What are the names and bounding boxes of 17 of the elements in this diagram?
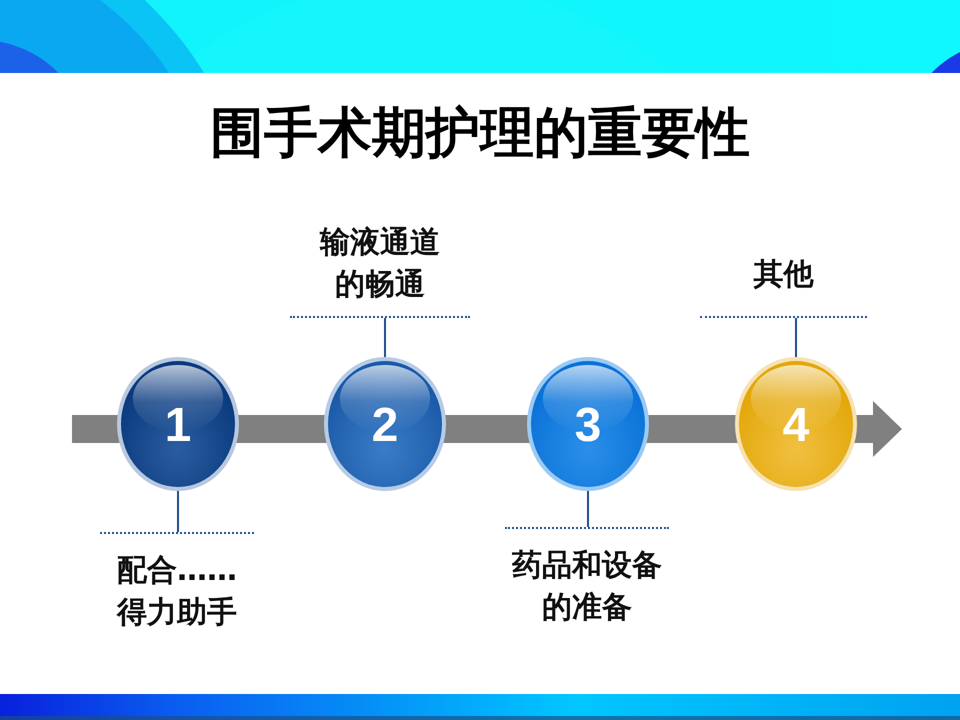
leader-line — [587, 491, 589, 527]
step-number: 3 — [574, 400, 602, 452]
step-circle — [735, 357, 857, 491]
callout-text: 其他 — [754, 256, 814, 294]
step-circle — [527, 357, 649, 491]
step-number: 4 — [782, 400, 810, 452]
leader-line — [795, 318, 797, 357]
step-number: 2 — [372, 400, 398, 452]
callout-text: 配合……得力助手 — [116, 552, 238, 632]
leader-line — [177, 491, 179, 532]
step-number: 1 — [164, 400, 192, 452]
title: 围手术期护理的重要性 — [210, 100, 750, 166]
callout-text: 输液通道的畅通 — [318, 224, 441, 304]
step-circle — [324, 357, 446, 491]
step-circle — [117, 357, 239, 491]
leader-line — [384, 318, 386, 357]
callout-text: 药品和设备的准备 — [511, 547, 663, 627]
